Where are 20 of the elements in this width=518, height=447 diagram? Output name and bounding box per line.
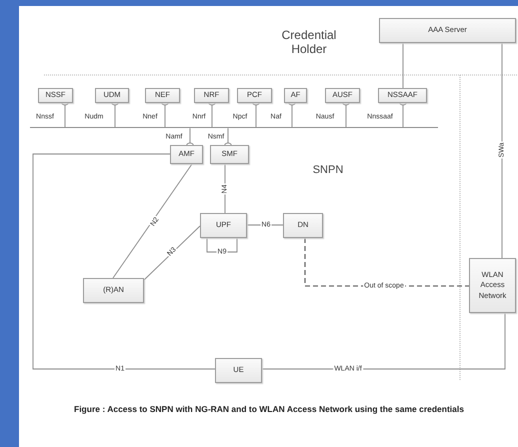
- connector-line: [206, 238, 238, 252]
- connector-line: [288, 100, 296, 128]
- connector-line: [186, 128, 194, 148]
- connector-line: [342, 100, 350, 128]
- connector-line: [402, 42, 404, 88]
- connector-line: [252, 100, 260, 128]
- connector-line: [111, 100, 119, 128]
- connector-line: [161, 100, 169, 128]
- connector-line: [399, 100, 407, 128]
- connector-line: [32, 154, 216, 370]
- connector-line: [112, 164, 192, 278]
- figure-caption: Figure : Access to SNPN with NG-RAN and to WLAN Access Network using the same credentials: [73, 404, 465, 416]
- connector-line: [224, 128, 232, 148]
- connector-line: [61, 100, 69, 128]
- connector-line: [144, 226, 200, 280]
- region-label: Credential Holder: [280, 28, 338, 56]
- bus-line: [30, 127, 438, 128]
- region-label: SNPN: [312, 164, 344, 176]
- connector-line: [208, 100, 216, 128]
- connector-line: [262, 312, 506, 370]
